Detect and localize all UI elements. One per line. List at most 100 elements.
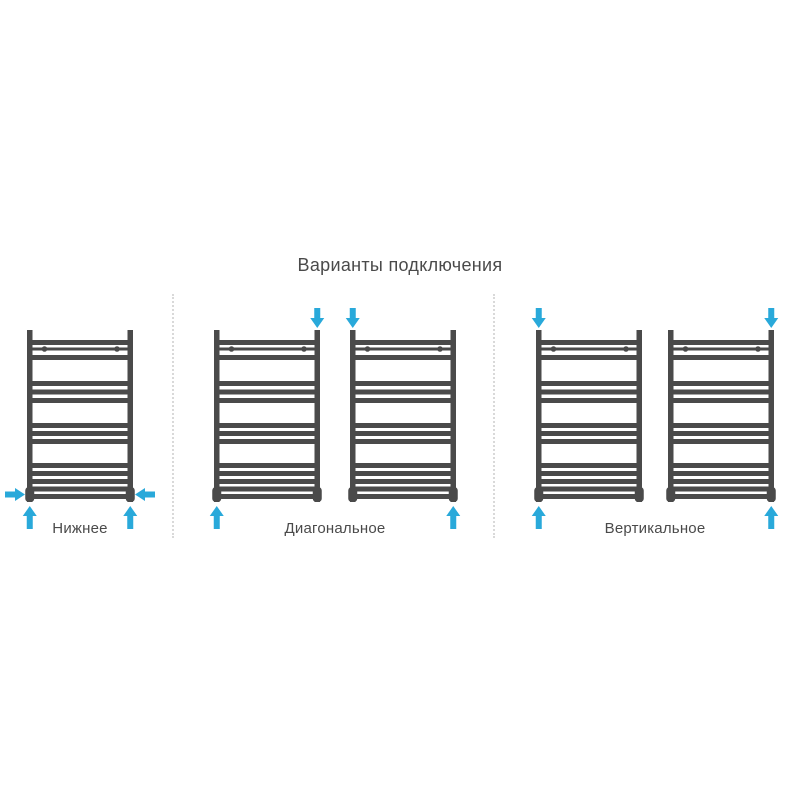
radiator-rung [350,340,456,345]
radiator-rung [536,494,642,499]
connection-valve [25,487,35,502]
radiator-rung [214,423,320,428]
radiator-rung [668,431,774,436]
hanger-dot [755,346,761,352]
radiator-rung [214,398,320,403]
radiator-rung [536,389,642,395]
connection-valve [212,487,222,502]
group-label: Нижнее [52,520,108,537]
side-inlet-arrow-icon [5,488,25,501]
radiator-rung [27,340,133,345]
hanger-dot [623,346,629,352]
radiator-rung [668,486,774,492]
radiator-rung [350,347,456,351]
radiator-rung [668,423,774,428]
radiator-rung [536,439,642,444]
radiator-rung [668,494,774,499]
radiator-rung [27,389,133,395]
radiator-rung [350,479,456,484]
radiator-rung [350,355,456,360]
radiator-rung [668,340,774,345]
radiator-rung [668,347,774,351]
radiator-rung [668,381,774,386]
connection-valve [766,487,776,502]
connection-valve [312,487,322,502]
radiator-rung [350,398,456,403]
radiator-diagram [192,306,342,534]
radiator-rung [350,471,456,476]
radiator-rung [27,463,133,468]
radiator-rung [27,486,133,492]
outlet-up-arrow-icon [123,506,138,529]
radiator-rung [214,479,320,484]
inlet-down-arrow-icon [310,308,325,328]
radiator-rung [27,355,133,360]
connection-valve [448,487,458,502]
hanger-dot [41,346,48,352]
radiator-rung [214,355,320,360]
radiator-diagram [328,306,478,534]
radiator-rung [668,389,774,395]
radiator-rung [536,355,642,360]
radiator-rung [536,340,642,345]
radiator-rung [536,381,642,386]
outlet-up-arrow-icon [22,506,37,529]
group-label: Диагональное [284,520,386,537]
hanger-dot [364,346,371,352]
hanger-dot [550,346,557,352]
hanger-dot [228,346,235,352]
page-title: Варианты подключения [297,255,503,275]
radiator-rung [536,479,642,484]
radiator-rung [350,389,456,395]
connection-valve [348,487,358,502]
radiator-rung [536,423,642,428]
radiator-rung [27,494,133,499]
hanger-dot [114,346,120,352]
group-separator [172,294,174,538]
connection-valve [666,487,676,502]
hanger-dot [682,346,689,352]
radiator-rung [668,471,774,476]
radiator-rung [214,389,320,395]
radiator-diagram [5,306,155,534]
radiator-rung [536,463,642,468]
radiator-rung [350,463,456,468]
radiator-rung [668,355,774,360]
radiator-diagram [514,306,664,534]
inlet-down-arrow-icon [531,308,546,328]
radiator-rung [214,439,320,444]
radiator-rung [214,471,320,476]
hanger-dot [437,346,443,352]
radiator-rung [350,423,456,428]
connection-valve [534,487,544,502]
radiator-rung [27,423,133,428]
radiator-rung [27,347,133,351]
radiator-rung [27,398,133,403]
radiator-rung [536,347,642,351]
radiator-post [536,330,542,502]
radiator-post [314,330,320,502]
radiator-rung [214,463,320,468]
radiator-rung [350,439,456,444]
radiator-rung [536,431,642,436]
radiator-rung [668,398,774,403]
radiator-rung [214,381,320,386]
radiator-rung [350,431,456,436]
side-inlet-arrow-icon [135,488,155,501]
radiator-rung [27,381,133,386]
radiator-diagram [646,306,796,534]
radiator-rung [214,340,320,345]
radiator-post [768,330,774,502]
radiator-rung [214,494,320,499]
radiator-rung [668,439,774,444]
radiator-rung [668,463,774,468]
outlet-up-arrow-icon [531,506,546,529]
radiator-post [127,330,133,502]
radiator-rung [668,479,774,484]
radiator-rung [350,486,456,492]
group-separator [493,294,495,538]
radiator-post [27,330,33,502]
radiator-post [668,330,674,502]
radiator-rung [536,398,642,403]
